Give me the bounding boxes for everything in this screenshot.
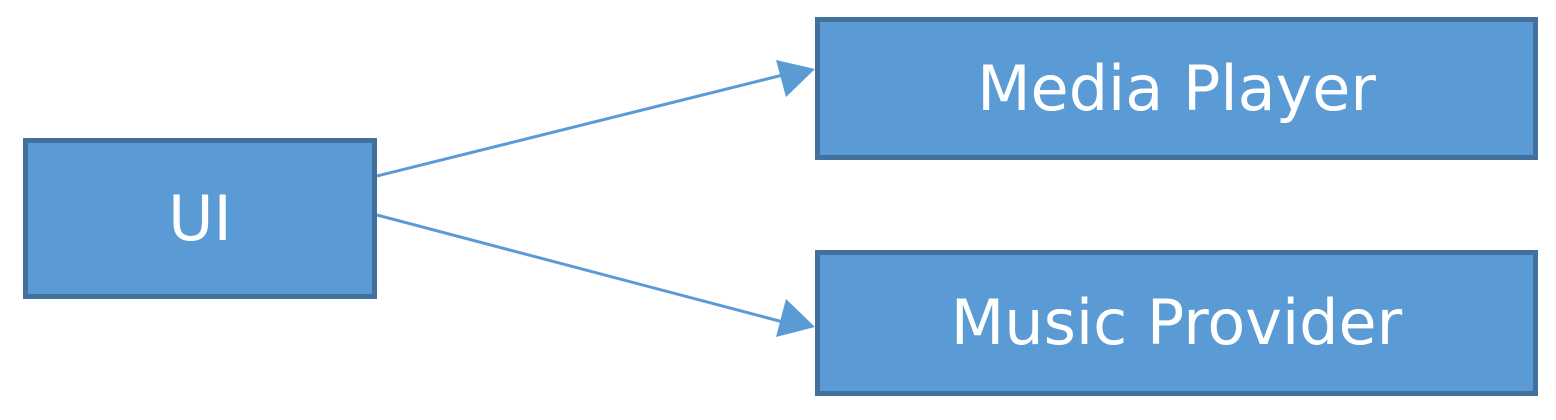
node-music-provider: Music Provider xyxy=(815,250,1538,396)
arrowhead-media-player-icon xyxy=(776,60,815,97)
arrowhead-music-provider-icon xyxy=(776,299,815,337)
node-media-player: Media Player xyxy=(815,17,1538,160)
node-ui: UI xyxy=(23,138,377,299)
edge-ui-to-media-player xyxy=(376,73,784,178)
edge-ui-to-music-provider xyxy=(376,213,784,324)
